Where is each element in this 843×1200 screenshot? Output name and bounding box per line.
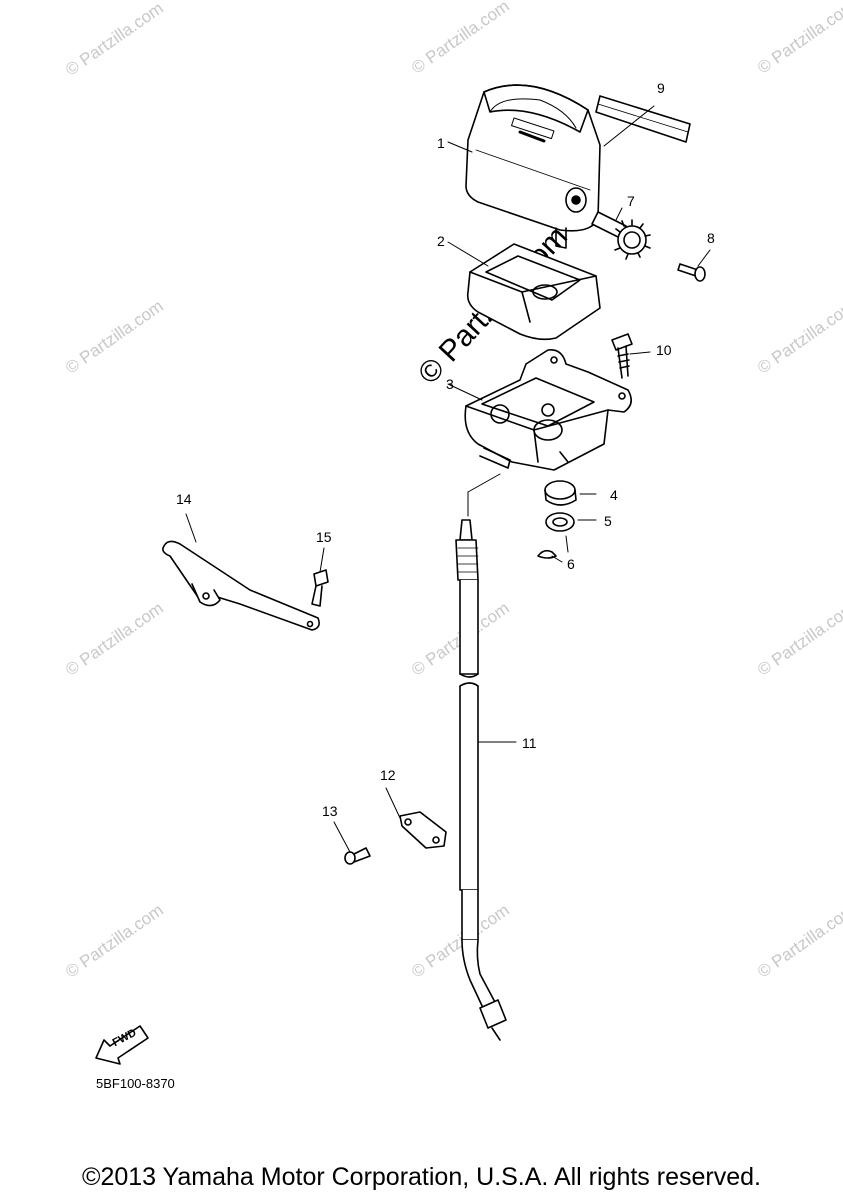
part-14-stay <box>162 540 320 631</box>
callout-5: 5 <box>604 513 612 529</box>
part-12-cable-clamp <box>399 811 447 849</box>
part-5-washer <box>545 512 575 532</box>
callout-4: 4 <box>610 487 618 503</box>
callout-7: 7 <box>627 193 635 209</box>
catalog-number: 5BF100-8370 <box>96 1076 175 1091</box>
callout-15: 15 <box>316 529 332 545</box>
callout-10: 10 <box>656 342 672 358</box>
part-10-bolt <box>611 333 633 379</box>
part-2-cushion <box>466 243 601 341</box>
speedometer-assembly <box>465 84 601 249</box>
callout-13: 13 <box>322 803 338 819</box>
callout-3: 3 <box>446 376 454 392</box>
leader-lines <box>185 105 711 853</box>
part-8-screw <box>677 263 706 282</box>
callout-1: 1 <box>437 135 445 151</box>
callout-9: 9 <box>657 80 665 96</box>
callout-12: 12 <box>380 767 396 783</box>
part-11-cable <box>455 519 507 1041</box>
callout-6: 6 <box>567 556 575 572</box>
callout-2: 2 <box>437 233 445 249</box>
part-9-strip <box>595 95 691 143</box>
copyright-notice: ©2013 Yamaha Motor Corporation, U.S.A. A… <box>82 1163 761 1191</box>
part-7-gear <box>591 211 651 260</box>
callout-14: 14 <box>176 491 192 507</box>
fwd-arrow-icon <box>95 1025 149 1065</box>
part-6-clip <box>537 549 557 559</box>
part-3-bracket <box>464 348 632 471</box>
callout-11: 11 <box>522 735 537 751</box>
part-15-bolt <box>311 569 329 607</box>
callout-8: 8 <box>707 230 715 246</box>
part-4-grommet <box>544 480 577 506</box>
